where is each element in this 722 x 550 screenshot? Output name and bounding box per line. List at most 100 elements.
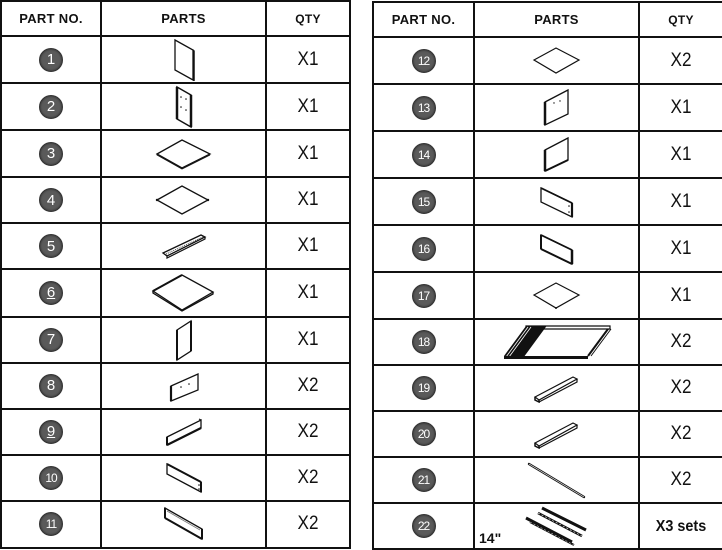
quantity: X1 (297, 95, 319, 117)
table-row: 14 X1 (372, 130, 722, 179)
part-number-badge: 17 (411, 283, 436, 308)
table-row: 20 X2 (372, 410, 722, 458)
part-number-badge: 16 (411, 236, 436, 261)
quantity: X1 (297, 48, 319, 70)
part-number-badge: 20 (411, 422, 436, 446)
small-board-icon (532, 46, 580, 74)
table-row: 4 X1 (0, 176, 350, 225)
parts-table-right: PART NO. PARTS QTY 12 X2 13 X1 14 X1 15 … (372, 1, 722, 550)
quantity: X1 (297, 189, 319, 211)
table-row: 5 X1 (0, 222, 350, 271)
header-parts: PARTS (100, 0, 267, 38)
rail-board-icon (163, 507, 203, 541)
table-row: 11 X2 (0, 499, 350, 550)
table-row: 3 X1 (0, 129, 350, 179)
drawer-front-icon (539, 186, 573, 218)
side-panel-icon (175, 319, 192, 361)
quantity: X1 (670, 284, 692, 306)
quantity: X1 (297, 281, 319, 303)
part-number-badge: 2 (39, 94, 63, 119)
part-number-badge: 7 (39, 327, 63, 352)
table-row: 19 X2 (372, 364, 722, 412)
tall-panel-icon (173, 38, 195, 81)
table-row: 7 X1 (0, 315, 350, 364)
part-number-badge: 14 (411, 142, 436, 167)
square-rod-icon (533, 376, 578, 403)
quantity: X1 (670, 96, 692, 118)
quantity: X2 (297, 466, 319, 488)
large-board-icon (151, 274, 214, 312)
table-row: 9 X2 (0, 407, 350, 456)
header-part-no: PART NO. (372, 1, 475, 38)
table-row: 16 X1 (372, 224, 722, 273)
quantity: X2 (670, 423, 692, 444)
table-row: 17 X1 (372, 271, 722, 320)
shelf-board-icon (155, 139, 211, 170)
small-board-icon (532, 281, 580, 309)
quantity: X2 (670, 49, 692, 71)
part-number-badge: 4 (39, 188, 63, 213)
drawer-slide-icon (524, 506, 587, 546)
quantity: X1 (670, 237, 692, 259)
header-row: PART NO. PARTS QTY (0, 0, 351, 38)
quantity: X2 (297, 513, 319, 535)
table-row: 15 X1 (372, 177, 722, 226)
part-number-badge: 6 (39, 280, 63, 305)
table-row: 8 X2 (0, 361, 350, 410)
part-number-badge: 18 (411, 330, 436, 354)
square-panel-icon (543, 88, 569, 126)
table-row: 10 X2 (0, 453, 350, 502)
square-panel-icon (543, 136, 569, 172)
narrow-strip-icon (161, 234, 206, 260)
quantity: X2 (670, 331, 692, 352)
part-number-badge: 13 (411, 95, 436, 120)
quantity: X1 (297, 142, 319, 164)
header-parts: PARTS (473, 1, 640, 38)
quantity: X1 (670, 190, 692, 212)
header-part-no: PART NO. (0, 0, 102, 38)
part-number-badge: 22 (411, 514, 436, 538)
parts-table-left: PART NO. PARTS QTY 1 X1 2 X1 3 X1 4 X1 5… (0, 0, 351, 550)
header-row: PART NO. PARTS QTY (372, 1, 722, 38)
round-rod-icon (527, 462, 585, 499)
square-rod-icon (533, 422, 578, 449)
part-number: 9 (46, 423, 56, 441)
part-number-badge: 3 (39, 141, 63, 166)
short-panel-icon (169, 372, 199, 402)
drawer-front-icon (539, 233, 573, 265)
rail-board-icon (165, 462, 202, 493)
quantity: X2 (297, 374, 319, 396)
table-row: 21 X2 (372, 456, 722, 504)
part-number: 6 (46, 284, 56, 302)
part-number-badge: 21 (411, 468, 436, 492)
shelf-board-icon (155, 185, 209, 216)
table-row: 22 14" X3 sets (372, 502, 722, 550)
quantity: X1 (670, 143, 692, 165)
table-row: 1 X1 (0, 35, 350, 85)
part-number-badge: 1 (39, 47, 63, 72)
table-row: 2 X1 (0, 82, 350, 132)
part-number-badge: 12 (411, 48, 436, 73)
dimension-label: 14" (479, 530, 502, 546)
table-row: 12 X2 (372, 36, 722, 85)
back-panel-icon (175, 85, 192, 128)
table-row: 13 X1 (372, 83, 722, 132)
part-number-badge: 10 (39, 465, 63, 490)
header-qty: QTY (638, 1, 722, 38)
table-row: 18 X2 (372, 318, 722, 366)
table-row: 6 X1 (0, 268, 350, 318)
header-qty: QTY (265, 0, 351, 38)
quantity: X3 sets (655, 518, 707, 535)
part-number-badge: 5 (39, 234, 63, 259)
quantity: X2 (670, 469, 692, 490)
quantity: X2 (670, 377, 692, 398)
rail-board-icon (165, 418, 202, 446)
quantity: X1 (297, 235, 319, 257)
quantity: X2 (297, 420, 319, 442)
part-number-badge: 11 (39, 512, 63, 537)
part-number-badge: 8 (39, 373, 63, 398)
part-number-badge: 19 (411, 376, 436, 400)
frame-panel-icon (503, 325, 611, 359)
part-number-badge: 9 (39, 419, 63, 444)
quantity: X1 (297, 328, 319, 350)
